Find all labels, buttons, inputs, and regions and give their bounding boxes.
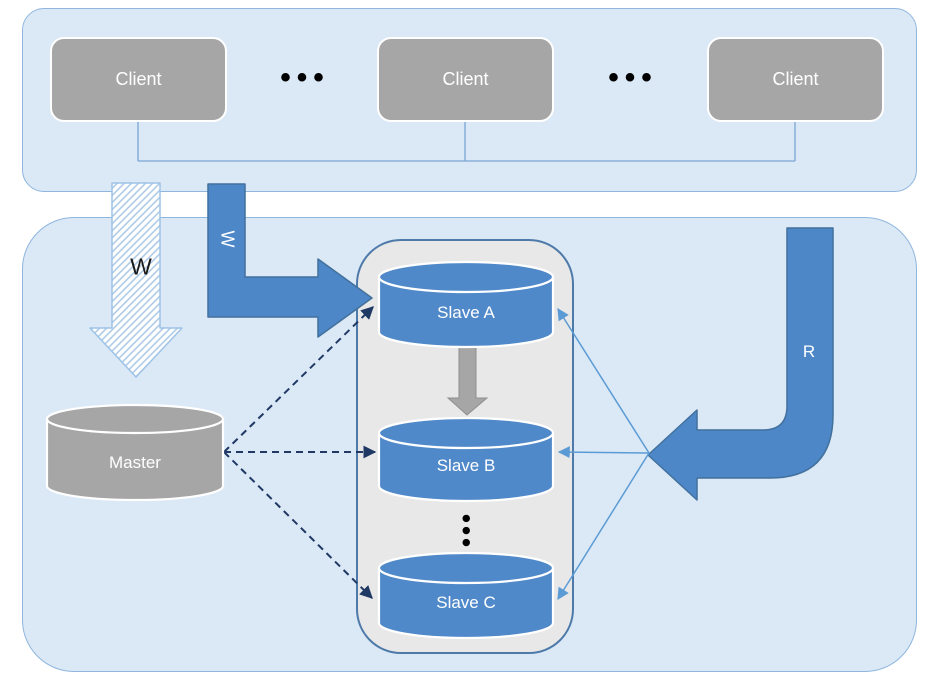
clients-ellipsis-icon: ••• (280, 61, 330, 94)
client-label: Client (772, 69, 819, 89)
slave-c-label: Slave C (436, 593, 496, 612)
read-arrow-icon (647, 227, 834, 501)
routed-write-label: W (217, 230, 238, 248)
slave-replication-arrow-icon (446, 346, 489, 416)
slave-a-label: Slave A (437, 303, 495, 322)
client-label: Client (115, 69, 162, 89)
slave-b-cylinder (377, 416, 555, 503)
client-bus-connector (137, 122, 796, 162)
read-label: R (802, 342, 816, 361)
direct-write-label: W (130, 253, 152, 280)
master-cylinder (45, 403, 225, 502)
master-to-slave-a-arrow (223, 306, 374, 453)
master-label: Master (109, 453, 161, 472)
direct-write-arrow-icon (89, 182, 183, 378)
read-to-slave-b-arrow (557, 446, 650, 459)
clients-ellipsis-icon: ••• (608, 61, 658, 94)
client-label: Client (442, 69, 489, 89)
slave-a-cylinder (377, 260, 555, 349)
client-node: Client (707, 37, 884, 122)
slave-c-cylinder (377, 551, 555, 640)
master-to-slave-c-arrow (223, 451, 373, 599)
routed-write-arrow-icon (207, 183, 373, 338)
slave-b-label: Slave B (436, 456, 496, 475)
read-to-slave-a-arrow (557, 307, 650, 454)
client-node: Client (50, 37, 227, 122)
read-to-slave-c-arrow (557, 452, 650, 601)
client-node: Client (377, 37, 554, 122)
slaves-ellipsis-icon: ••• (451, 513, 482, 551)
